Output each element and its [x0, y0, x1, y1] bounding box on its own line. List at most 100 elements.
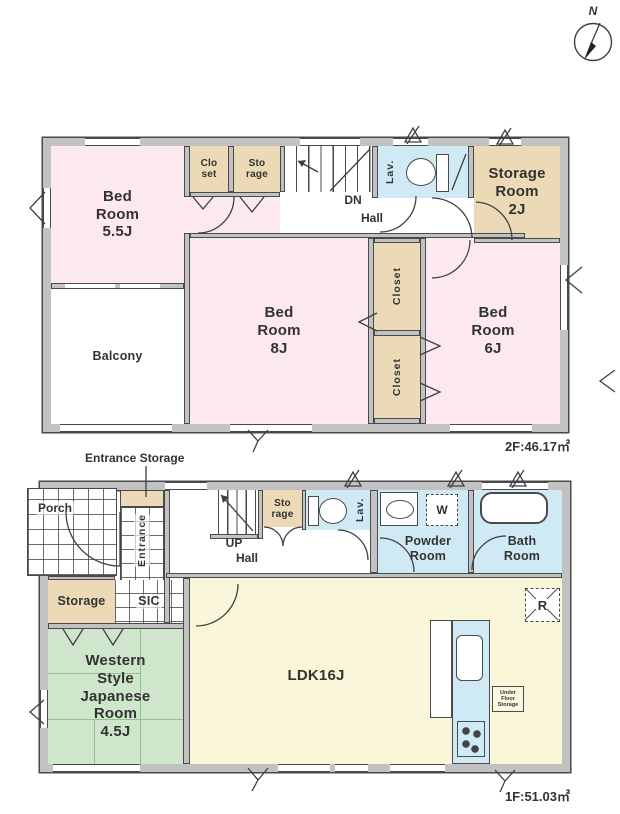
room-label-bedroom-8: Bed Room 8J: [257, 304, 301, 357]
room-storage-top: Sto rage: [234, 146, 280, 192]
room-balcony: Balcony: [51, 289, 184, 424]
staircase-2f: [285, 146, 372, 192]
window: [390, 764, 445, 772]
window: [230, 424, 312, 432]
room-ldk: LDK16J R Under Floor Storage: [190, 578, 562, 764]
wall: [468, 146, 474, 198]
window: [335, 764, 368, 772]
wall: [280, 146, 285, 192]
wall: [51, 283, 184, 289]
wall: [468, 490, 474, 573]
window: [482, 482, 548, 490]
window: [393, 138, 428, 146]
room-label-sic: SIC: [136, 594, 162, 609]
under-floor-storage-label: Under Floor Storage: [497, 689, 519, 709]
room-bath: Bath Room: [474, 490, 562, 573]
window: [278, 764, 330, 772]
wall: [374, 238, 420, 243]
room-bedroom-5-5-entry: [184, 197, 280, 233]
wall: [372, 146, 378, 198]
tatami-line: [140, 629, 141, 764]
wall: [190, 192, 280, 197]
room-label-storage-top: Sto rage: [246, 158, 268, 180]
stove-icon: [457, 721, 485, 757]
compass-north-label: N: [588, 4, 598, 18]
washer-box: W: [426, 494, 458, 526]
label-up: UP: [225, 536, 243, 550]
room-label-closet-upper: Closet: [391, 267, 403, 306]
tatami-line: [94, 719, 95, 764]
kitchen-counter: [452, 620, 490, 764]
room-label-bedroom-5-5: Bed Room 5.5J: [95, 187, 140, 241]
room-powder: W Powder Room: [378, 490, 468, 573]
window: [85, 138, 140, 146]
room-label-ldk: LDK16J: [287, 667, 345, 685]
staircase-1f: [210, 490, 258, 534]
floor-1-area-label: 1F:51.03㎡: [504, 789, 570, 804]
wall: [370, 490, 378, 573]
room-entrance-storage: [120, 490, 164, 507]
window: [53, 764, 140, 772]
wall: [420, 238, 426, 424]
toilet-icon: [406, 154, 452, 192]
kitchen-back-counter: [430, 620, 452, 718]
label-hall-1f: Hall: [235, 551, 258, 565]
wall: [374, 330, 420, 336]
room-bedroom-8: Bed Room 8J: [190, 238, 368, 424]
bathtub-icon: [480, 492, 548, 524]
wall: [183, 578, 190, 764]
label-hall-2f: Hall: [360, 211, 383, 225]
room-bedroom-5-5: Bed Room 5.5J: [51, 146, 184, 283]
kitchen-sink-icon: [456, 635, 483, 681]
wall: [374, 418, 420, 424]
floor-1-plan: Porch Entrance UP Hall Sto rage Lav. W: [27, 482, 570, 772]
wall: [164, 490, 170, 623]
room-lavatory-2f: Lav.: [378, 146, 468, 198]
window: [560, 265, 568, 330]
room-label-closet-lower: Closet: [391, 357, 403, 397]
floor-2-plan: Bed Room 5.5J Balcony Clo set Sto rage D…: [43, 138, 568, 432]
toilet-icon: [308, 494, 350, 526]
room-sic: SIC: [115, 580, 183, 623]
floor-2-area-label: 2F:46.17㎡: [504, 439, 570, 454]
room-storage-small: Sto rage: [263, 490, 302, 527]
wall: [184, 146, 190, 197]
room-porch: Porch: [27, 488, 117, 576]
tatami-line: [48, 719, 183, 720]
wall: [48, 623, 190, 629]
under-floor-storage-box: Under Floor Storage: [492, 686, 524, 712]
fridge-box: R: [524, 587, 560, 622]
sink-icon: [380, 492, 418, 526]
room-closet-lower: Closet: [374, 336, 420, 418]
room-label-porch: Porch: [36, 501, 75, 515]
room-label-lavatory-2f: Lav.: [384, 159, 396, 185]
room-closet-top: Clo set: [190, 146, 228, 192]
wall: [190, 233, 525, 238]
room-label-japanese: Western Style Japanese Room 4.5J: [80, 652, 151, 741]
room-label-powder: Powder Room: [404, 534, 452, 563]
room-label-bedroom-6: Bed Room 6J: [471, 304, 515, 357]
window: [43, 188, 51, 228]
room-storage-1f: Storage: [48, 580, 115, 623]
wall: [474, 238, 560, 243]
room-label-entrance: Entrance: [134, 514, 150, 567]
window: [450, 424, 532, 432]
wall: [258, 490, 263, 539]
label-dn: DN: [344, 193, 362, 207]
wall: [302, 490, 306, 530]
room-lavatory-1f: Lav.: [306, 490, 370, 530]
wall: [210, 534, 258, 539]
compass: N: [570, 4, 616, 66]
room-label-storage-2j: Storage Room 2J: [488, 165, 546, 218]
wall: [184, 233, 190, 424]
wall: [48, 576, 115, 580]
wall: [228, 146, 234, 192]
tatami-line: [48, 673, 140, 674]
room-closet-upper: Closet: [374, 243, 420, 330]
window: [489, 138, 521, 146]
room-japanese: Western Style Japanese Room 4.5J: [48, 629, 183, 764]
entrance-storage-callout: Entrance Storage: [85, 451, 185, 465]
window: [40, 690, 48, 728]
compass-icon: [573, 22, 613, 62]
